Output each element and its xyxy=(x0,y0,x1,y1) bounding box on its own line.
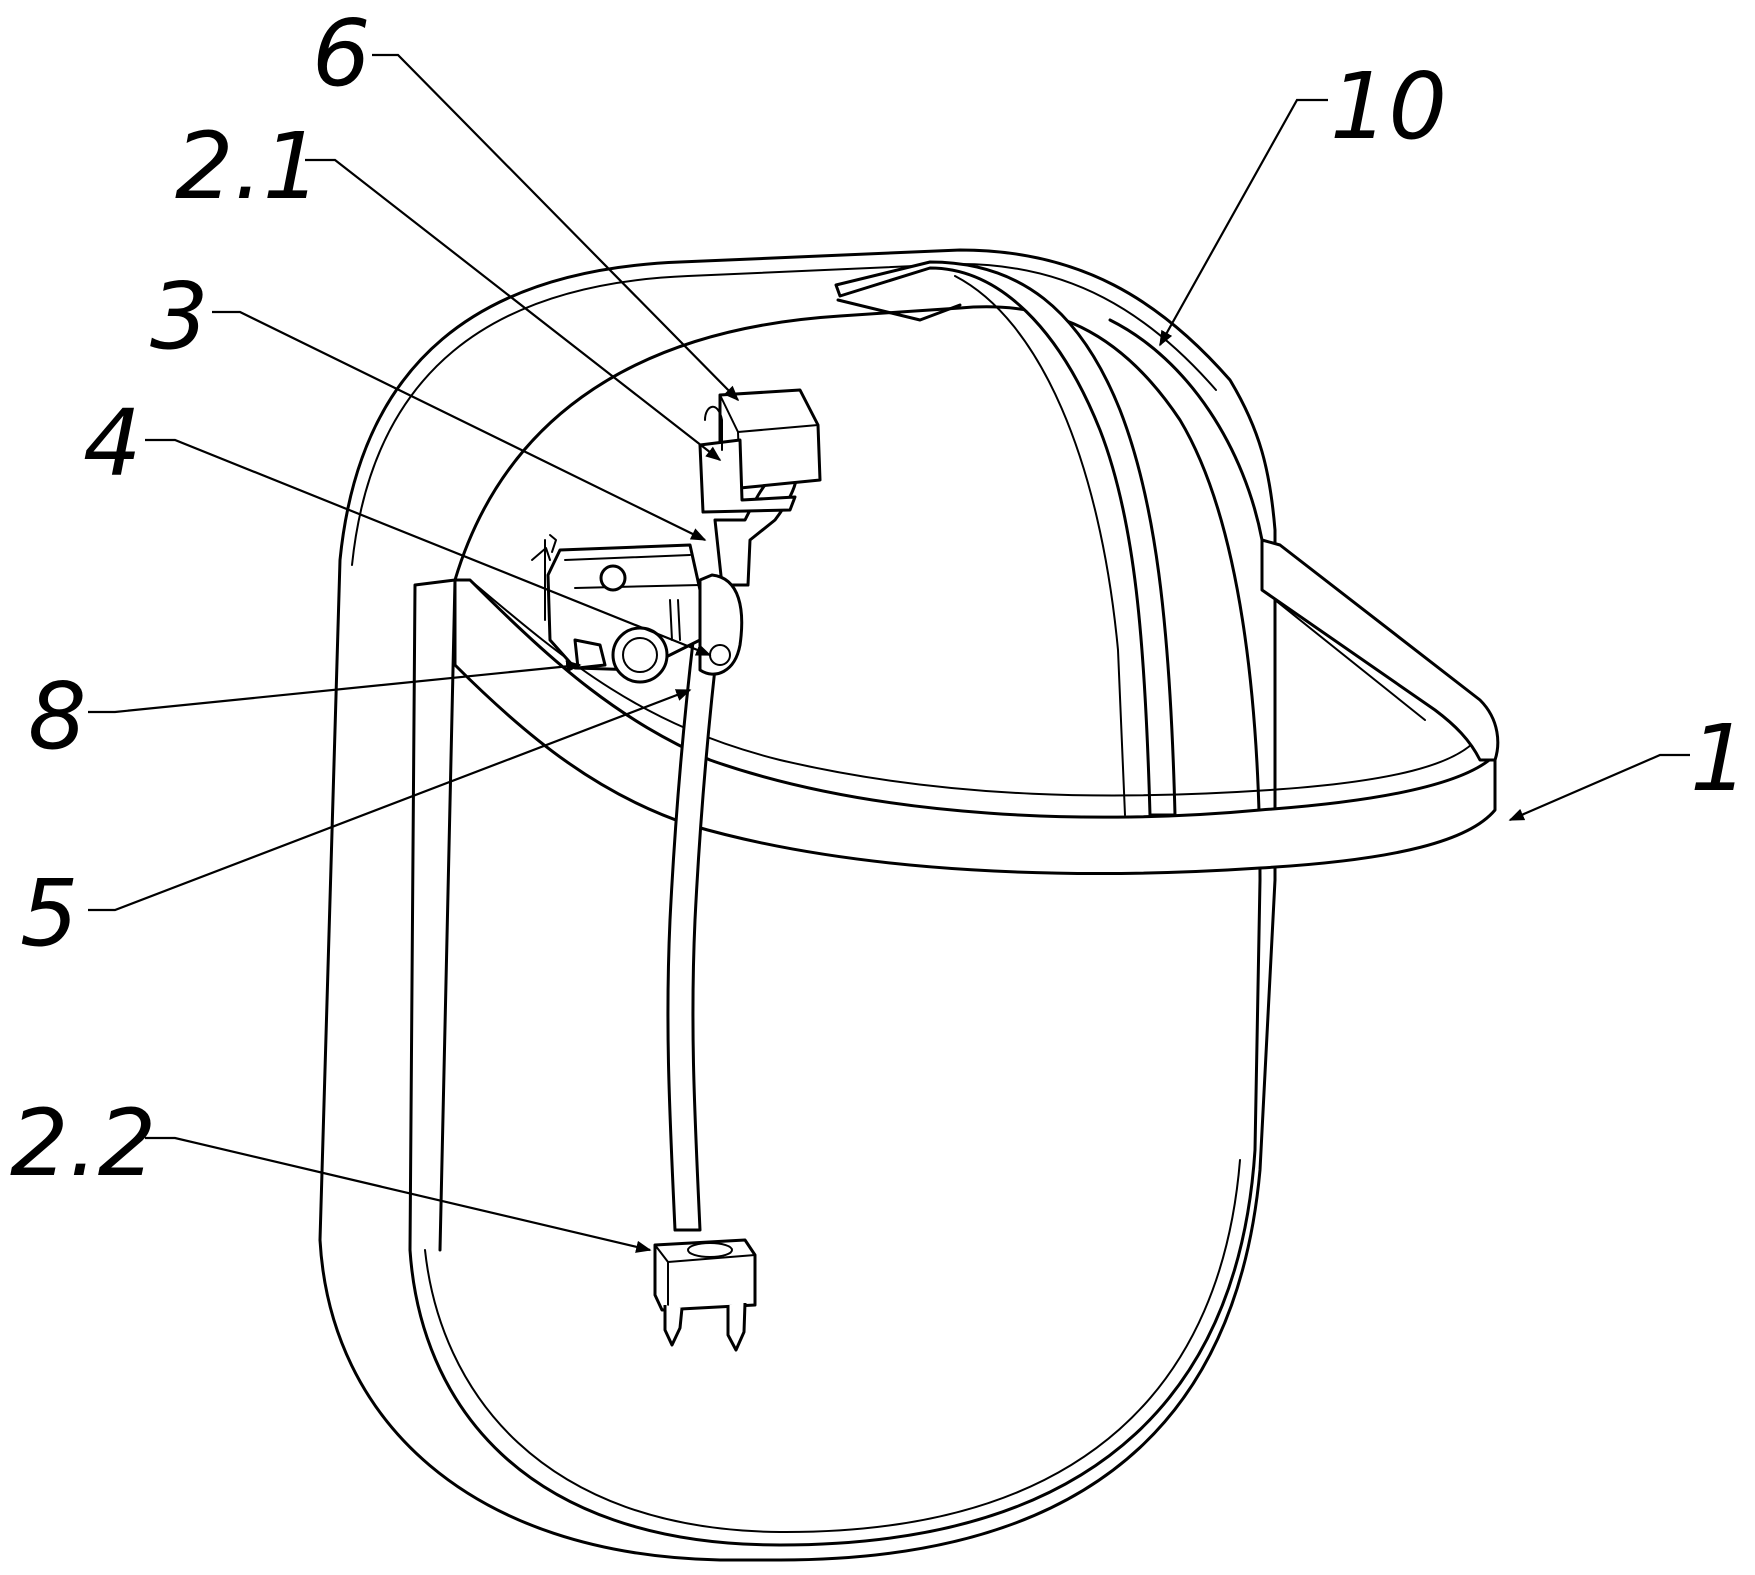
label-3: 3 xyxy=(150,263,209,370)
label-1: 1 xyxy=(1690,705,1749,812)
label-8: 8 xyxy=(28,663,87,770)
tube xyxy=(666,583,727,1232)
top-strap-edge xyxy=(954,275,1126,816)
leader-2.2 xyxy=(145,1136,652,1253)
bottom-clip xyxy=(653,1238,757,1352)
head-band-side-inner xyxy=(1274,599,1426,721)
label-2.2: 2.2 xyxy=(10,1090,156,1197)
shield-inner-outline xyxy=(408,305,1262,1547)
leader-10 xyxy=(1159,98,1328,347)
label-4: 4 xyxy=(83,390,142,497)
leader-8 xyxy=(88,660,582,714)
head-band-top-edge xyxy=(469,579,1481,797)
leader-4 xyxy=(145,438,712,657)
shield-inner-rim xyxy=(424,1159,1241,1534)
label-2.1: 2.1 xyxy=(175,113,321,220)
leader-6 xyxy=(372,53,740,402)
leader-1 xyxy=(1508,753,1690,822)
shield-outer-rim xyxy=(351,263,1217,566)
leader-3 xyxy=(212,310,707,541)
leader-2.1 xyxy=(305,158,722,461)
label-10: 10 xyxy=(1330,53,1447,160)
shield-outer-outline xyxy=(318,248,1277,1562)
crown-shell xyxy=(1108,318,1264,562)
head-band-side xyxy=(1260,538,1500,762)
leader-5 xyxy=(88,688,692,912)
label-5: 5 xyxy=(20,860,79,967)
label-6: 6 xyxy=(312,0,371,107)
top-strap-end xyxy=(836,298,962,322)
shell-left-edge xyxy=(438,578,457,1252)
mechanism-block xyxy=(531,534,744,684)
top-strap xyxy=(834,260,1177,817)
